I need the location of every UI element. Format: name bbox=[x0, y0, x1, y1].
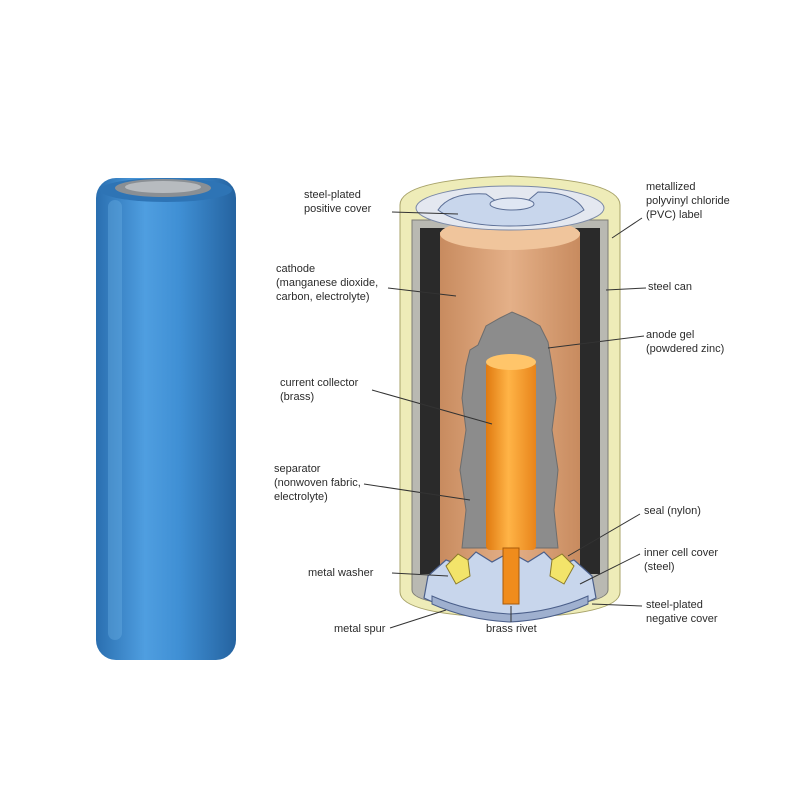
leader-positive-cover bbox=[391, 211, 459, 215]
label-brass-rivet-line1: brass rivet bbox=[486, 623, 537, 635]
label-metal-spur: metal spur bbox=[334, 622, 385, 636]
battery-highlight bbox=[108, 200, 122, 640]
leader-inner-cell-cover bbox=[579, 553, 641, 585]
label-pvc-line2: polyvinyl chloride bbox=[646, 195, 730, 207]
label-pvc-line1: metallized bbox=[646, 181, 696, 193]
leader-lines bbox=[363, 211, 647, 629]
positive-cover-nub bbox=[489, 197, 535, 211]
label-anode-gel: anode gel (powdered zinc) bbox=[646, 328, 724, 356]
label-separator-line1: separator bbox=[274, 463, 321, 475]
label-current-collector-line1: current collector bbox=[280, 377, 359, 389]
leader-steel-can bbox=[605, 287, 647, 291]
label-inner-cell-cover: inner cell cover (steel) bbox=[644, 546, 718, 574]
label-anode-gel-line1: anode gel bbox=[646, 329, 695, 341]
label-inner-cell-cover-line1: inner cell cover bbox=[644, 547, 718, 559]
label-negative-cover-line1: steel-plated bbox=[646, 599, 703, 611]
label-negative-cover-line2: negative cover bbox=[646, 613, 718, 625]
leader-current-collector bbox=[371, 389, 493, 425]
battery-cutaway bbox=[399, 175, 621, 623]
label-pvc-line3: (PVC) label bbox=[646, 209, 703, 221]
leader-metal-spur bbox=[389, 609, 447, 629]
label-separator-line3: electrolyte) bbox=[274, 491, 328, 503]
label-separator: separator (nonwoven fabric, electrolyte) bbox=[274, 462, 361, 504]
label-cathode-line3: carbon, electrolyte) bbox=[276, 291, 370, 303]
negative-cover bbox=[431, 595, 589, 623]
blue-battery-photo bbox=[96, 178, 236, 660]
leader-separator bbox=[363, 483, 471, 501]
label-current-collector: current collector (brass) bbox=[280, 376, 358, 404]
leader-negative-cover bbox=[591, 603, 643, 607]
label-steel-can-line1: steel can bbox=[648, 281, 693, 293]
leader-metal-washer bbox=[391, 572, 449, 577]
brass-rivet bbox=[502, 547, 520, 605]
current-collector-rod bbox=[486, 362, 536, 550]
label-separator-line2: (nonwoven fabric, bbox=[274, 477, 361, 489]
label-positive-cover: steel-plated positive cover bbox=[304, 188, 371, 216]
label-steel-can: steel can bbox=[648, 280, 692, 294]
leader-anode-gel bbox=[547, 335, 645, 349]
label-negative-cover: steel-plated negative cover bbox=[646, 598, 718, 626]
label-positive-cover-line1: steel-plated bbox=[304, 189, 361, 201]
label-inner-cell-cover-line2: (steel) bbox=[644, 561, 675, 573]
label-cathode: cathode (manganese dioxide, carbon, elec… bbox=[276, 262, 378, 304]
label-cathode-line2: (manganese dioxide, bbox=[276, 277, 379, 289]
leader-pvc-label bbox=[611, 217, 643, 239]
nylon-seal bbox=[445, 553, 575, 585]
label-metal-washer: metal washer bbox=[308, 566, 373, 580]
label-positive-cover-line2: positive cover bbox=[304, 203, 372, 215]
label-metal-washer-line1: metal washer bbox=[308, 567, 374, 579]
label-anode-gel-line2: (powdered zinc) bbox=[646, 343, 725, 355]
leader-cathode bbox=[387, 287, 457, 297]
label-current-collector-line2: (brass) bbox=[280, 391, 315, 403]
label-cathode-line1: cathode bbox=[276, 263, 316, 275]
label-brass-rivet: brass rivet bbox=[486, 622, 537, 636]
current-collector-top bbox=[486, 354, 536, 370]
battery-body bbox=[96, 178, 236, 660]
label-seal-line1: seal (nylon) bbox=[644, 505, 701, 517]
leader-seal bbox=[567, 513, 641, 557]
label-metal-spur-line1: metal spur bbox=[334, 623, 386, 635]
label-seal: seal (nylon) bbox=[644, 504, 701, 518]
battery-top-cap-inner bbox=[125, 181, 201, 193]
label-pvc: metallized polyvinyl chloride (PVC) labe… bbox=[646, 180, 730, 222]
